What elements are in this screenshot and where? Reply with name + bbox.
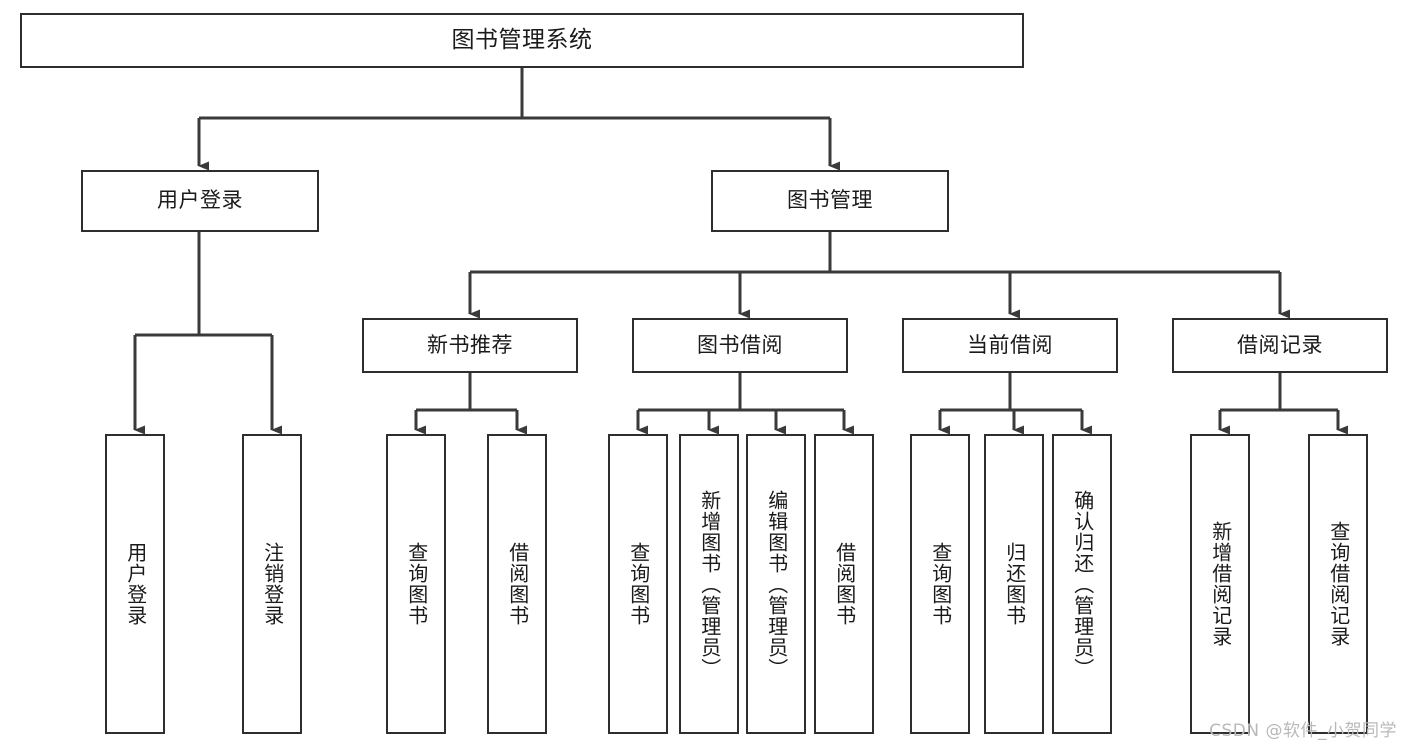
node-leaf-edit-book-label: 编辑图书（管理员） — [764, 489, 789, 679]
node-leaf-borrow-book-recommend[interactable]: 借阅图书 — [487, 434, 547, 734]
node-root-label: 图书管理系统 — [451, 26, 593, 53]
node-current-borrow-label: 当前借阅 — [967, 332, 1053, 357]
node-leaf-return-book-label: 归还图书 — [1002, 542, 1027, 626]
node-leaf-confirm-return[interactable]: 确认归还（管理员） — [1052, 434, 1112, 734]
node-leaf-add-record[interactable]: 新增借阅记录 — [1190, 434, 1250, 734]
node-leaf-add-book[interactable]: 新增图书（管理员） — [679, 434, 739, 734]
node-leaf-query-book-current-label: 查询图书 — [928, 542, 953, 626]
node-leaf-user-login-label: 用户登录 — [123, 542, 148, 626]
node-book-manage[interactable]: 图书管理 — [711, 170, 949, 232]
node-user-login[interactable]: 用户登录 — [81, 170, 319, 232]
node-leaf-query-book-recommend-label: 查询图书 — [404, 542, 429, 626]
node-leaf-query-record[interactable]: 查询借阅记录 — [1308, 434, 1368, 734]
node-leaf-query-book-recommend[interactable]: 查询图书 — [386, 434, 446, 734]
node-leaf-query-record-label: 查询借阅记录 — [1326, 521, 1351, 647]
node-leaf-borrow-book[interactable]: 借阅图书 — [814, 434, 874, 734]
node-leaf-query-book-current[interactable]: 查询图书 — [910, 434, 970, 734]
node-leaf-borrow-book-recommend-label: 借阅图书 — [505, 542, 530, 626]
node-user-login-label: 用户登录 — [157, 188, 243, 213]
node-current-borrow[interactable]: 当前借阅 — [902, 318, 1118, 373]
node-leaf-confirm-return-label: 确认归还（管理员） — [1070, 489, 1095, 679]
node-leaf-user-login[interactable]: 用户登录 — [105, 434, 165, 734]
node-new-book-recommend[interactable]: 新书推荐 — [362, 318, 578, 373]
node-book-manage-label: 图书管理 — [787, 188, 873, 213]
node-root[interactable]: 图书管理系统 — [20, 13, 1024, 68]
node-new-book-recommend-label: 新书推荐 — [427, 332, 513, 357]
node-borrow-record[interactable]: 借阅记录 — [1172, 318, 1388, 373]
node-leaf-return-book[interactable]: 归还图书 — [984, 434, 1044, 734]
node-leaf-logout-label: 注销登录 — [260, 542, 285, 626]
node-leaf-logout[interactable]: 注销登录 — [242, 434, 302, 734]
node-leaf-add-record-label: 新增借阅记录 — [1208, 521, 1233, 647]
node-leaf-query-book-borrow[interactable]: 查询图书 — [608, 434, 668, 734]
watermark-text: CSDN @软件_小贺同学 — [1209, 721, 1397, 741]
node-leaf-borrow-book-label: 借阅图书 — [832, 542, 857, 626]
node-leaf-add-book-label: 新增图书（管理员） — [697, 489, 722, 679]
node-leaf-edit-book[interactable]: 编辑图书（管理员） — [746, 434, 806, 734]
node-leaf-query-book-borrow-label: 查询图书 — [626, 542, 651, 626]
node-borrow-record-label: 借阅记录 — [1237, 332, 1323, 357]
node-book-borrow[interactable]: 图书借阅 — [632, 318, 848, 373]
node-book-borrow-label: 图书借阅 — [697, 332, 783, 357]
